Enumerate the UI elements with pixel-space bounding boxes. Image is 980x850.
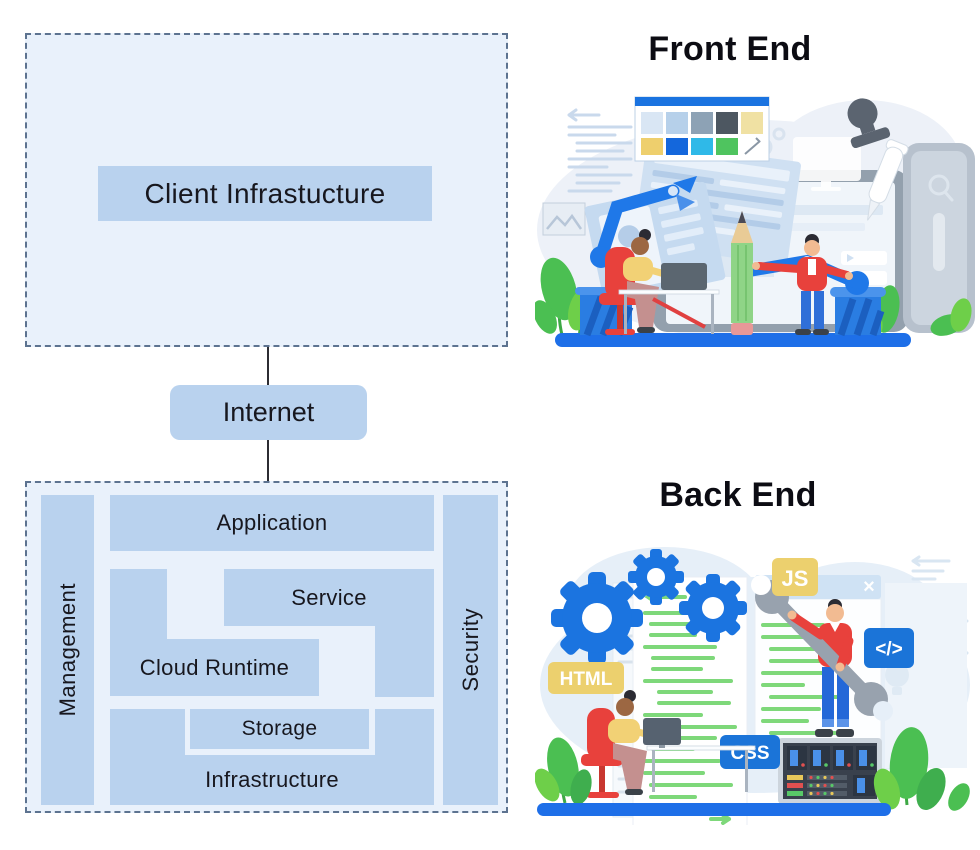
desk-woman (599, 229, 720, 335)
rack-modules (787, 746, 876, 770)
gear-icon (679, 574, 747, 642)
front-end-title: Front End (648, 30, 812, 68)
security-bar: Security (443, 495, 498, 805)
back-end-illustration: × (535, 547, 970, 825)
management-label: Management (54, 583, 80, 717)
eyedropper-glyph-icon (744, 137, 761, 155)
management-bar: Management (41, 495, 94, 805)
standing-man (752, 234, 853, 335)
plant-left (535, 737, 592, 805)
person-head (804, 240, 820, 256)
html-label: HTML (560, 669, 613, 690)
badge-code: </> (864, 628, 914, 668)
color-palette-panel (634, 96, 770, 162)
gear-icon (551, 572, 643, 664)
monitor (643, 718, 681, 745)
cloud-platform-box: Management Security Application Service … (25, 481, 508, 813)
gear-icon (628, 549, 684, 605)
js-label: JS (782, 566, 809, 591)
plant-right (873, 727, 970, 811)
desk (618, 289, 720, 295)
person-head (826, 604, 844, 622)
storage-label: Storage (241, 717, 318, 740)
rack-leds (787, 775, 875, 796)
infrastructure-block: Infrastructure (110, 755, 434, 805)
photo-icon (542, 202, 586, 236)
front-end-illustration (535, 96, 975, 347)
person-head (631, 237, 649, 255)
stamp-icon (847, 98, 891, 149)
infrastructure-label: Infrastructure (205, 767, 339, 792)
monitor (661, 263, 707, 290)
platform-base (555, 333, 911, 347)
badge-js: JS (772, 558, 818, 596)
badge-css: CSS (720, 735, 780, 769)
desk (646, 745, 756, 751)
service-block: Service (224, 569, 434, 626)
person-head (616, 698, 634, 716)
server-rack (778, 738, 882, 804)
cloud-runtime-block: Cloud Runtime (110, 639, 319, 696)
security-label: Security (457, 608, 483, 692)
sketch-code-lines (567, 108, 633, 193)
platform-base (537, 803, 891, 816)
eyedropper-tool-icon (867, 139, 909, 221)
man-arms (789, 612, 854, 670)
desk-woman (581, 690, 756, 798)
cloud-runtime-label: Cloud Runtime (139, 654, 290, 680)
connector-client-internet (267, 347, 269, 385)
application-block: Application (110, 495, 434, 551)
storage-block: Storage (190, 709, 369, 749)
pencil-icon (731, 211, 753, 335)
service-block-extension (375, 623, 434, 697)
connector-internet-cloud (267, 440, 269, 481)
internet-node: Internet (170, 385, 367, 440)
back-end-title: Back End (659, 476, 817, 514)
code-label: </> (875, 639, 902, 660)
tablet (903, 143, 975, 333)
service-label: Service (291, 584, 367, 610)
client-infrastructure-box: Client Infrastucture (25, 33, 508, 347)
chair (587, 708, 615, 760)
monitor-sketch-icon (793, 137, 861, 191)
lightbulb-watermark-icon (885, 663, 909, 695)
window-close-icon: × (863, 576, 875, 598)
client-infrastructure-label: Client Infrastucture (98, 166, 432, 221)
badge-html: HTML (548, 662, 624, 694)
application-label: Application (216, 510, 328, 535)
magnifier-icon (928, 174, 954, 202)
